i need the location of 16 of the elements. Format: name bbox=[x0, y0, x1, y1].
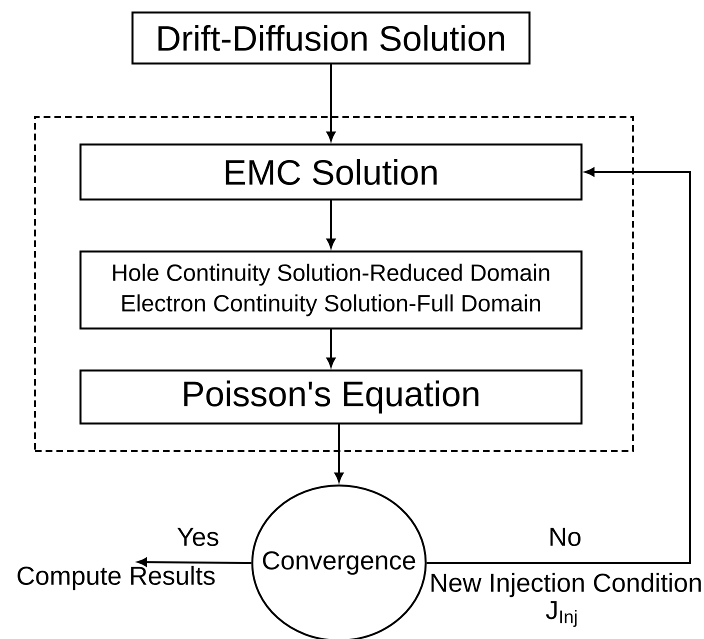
edge-label: No bbox=[547, 526, 583, 548]
process-box: EMC Solution bbox=[80, 144, 582, 200]
edge-label: Yes bbox=[175, 526, 221, 548]
process-box: Poisson's Equation bbox=[80, 370, 582, 424]
dashed-group-box bbox=[34, 116, 634, 452]
annotation-text: New Injection Condition bbox=[432, 572, 701, 598]
annotation-text: J$_{Inj}$ bbox=[546, 601, 577, 627]
process-box: Hole Continuity Solution-Reduced Domain Electron Continuity Solution-Full Domain bbox=[80, 250, 582, 330]
arrow bbox=[326, 330, 336, 367]
result-text: Compute Results bbox=[18, 566, 215, 590]
arrow bbox=[334, 424, 344, 482]
arrow bbox=[326, 200, 336, 248]
arrow bbox=[426, 168, 691, 564]
process-box: Drift-Diffusion Solution bbox=[132, 12, 530, 64]
arrow bbox=[138, 558, 252, 567]
arrow bbox=[326, 64, 336, 141]
